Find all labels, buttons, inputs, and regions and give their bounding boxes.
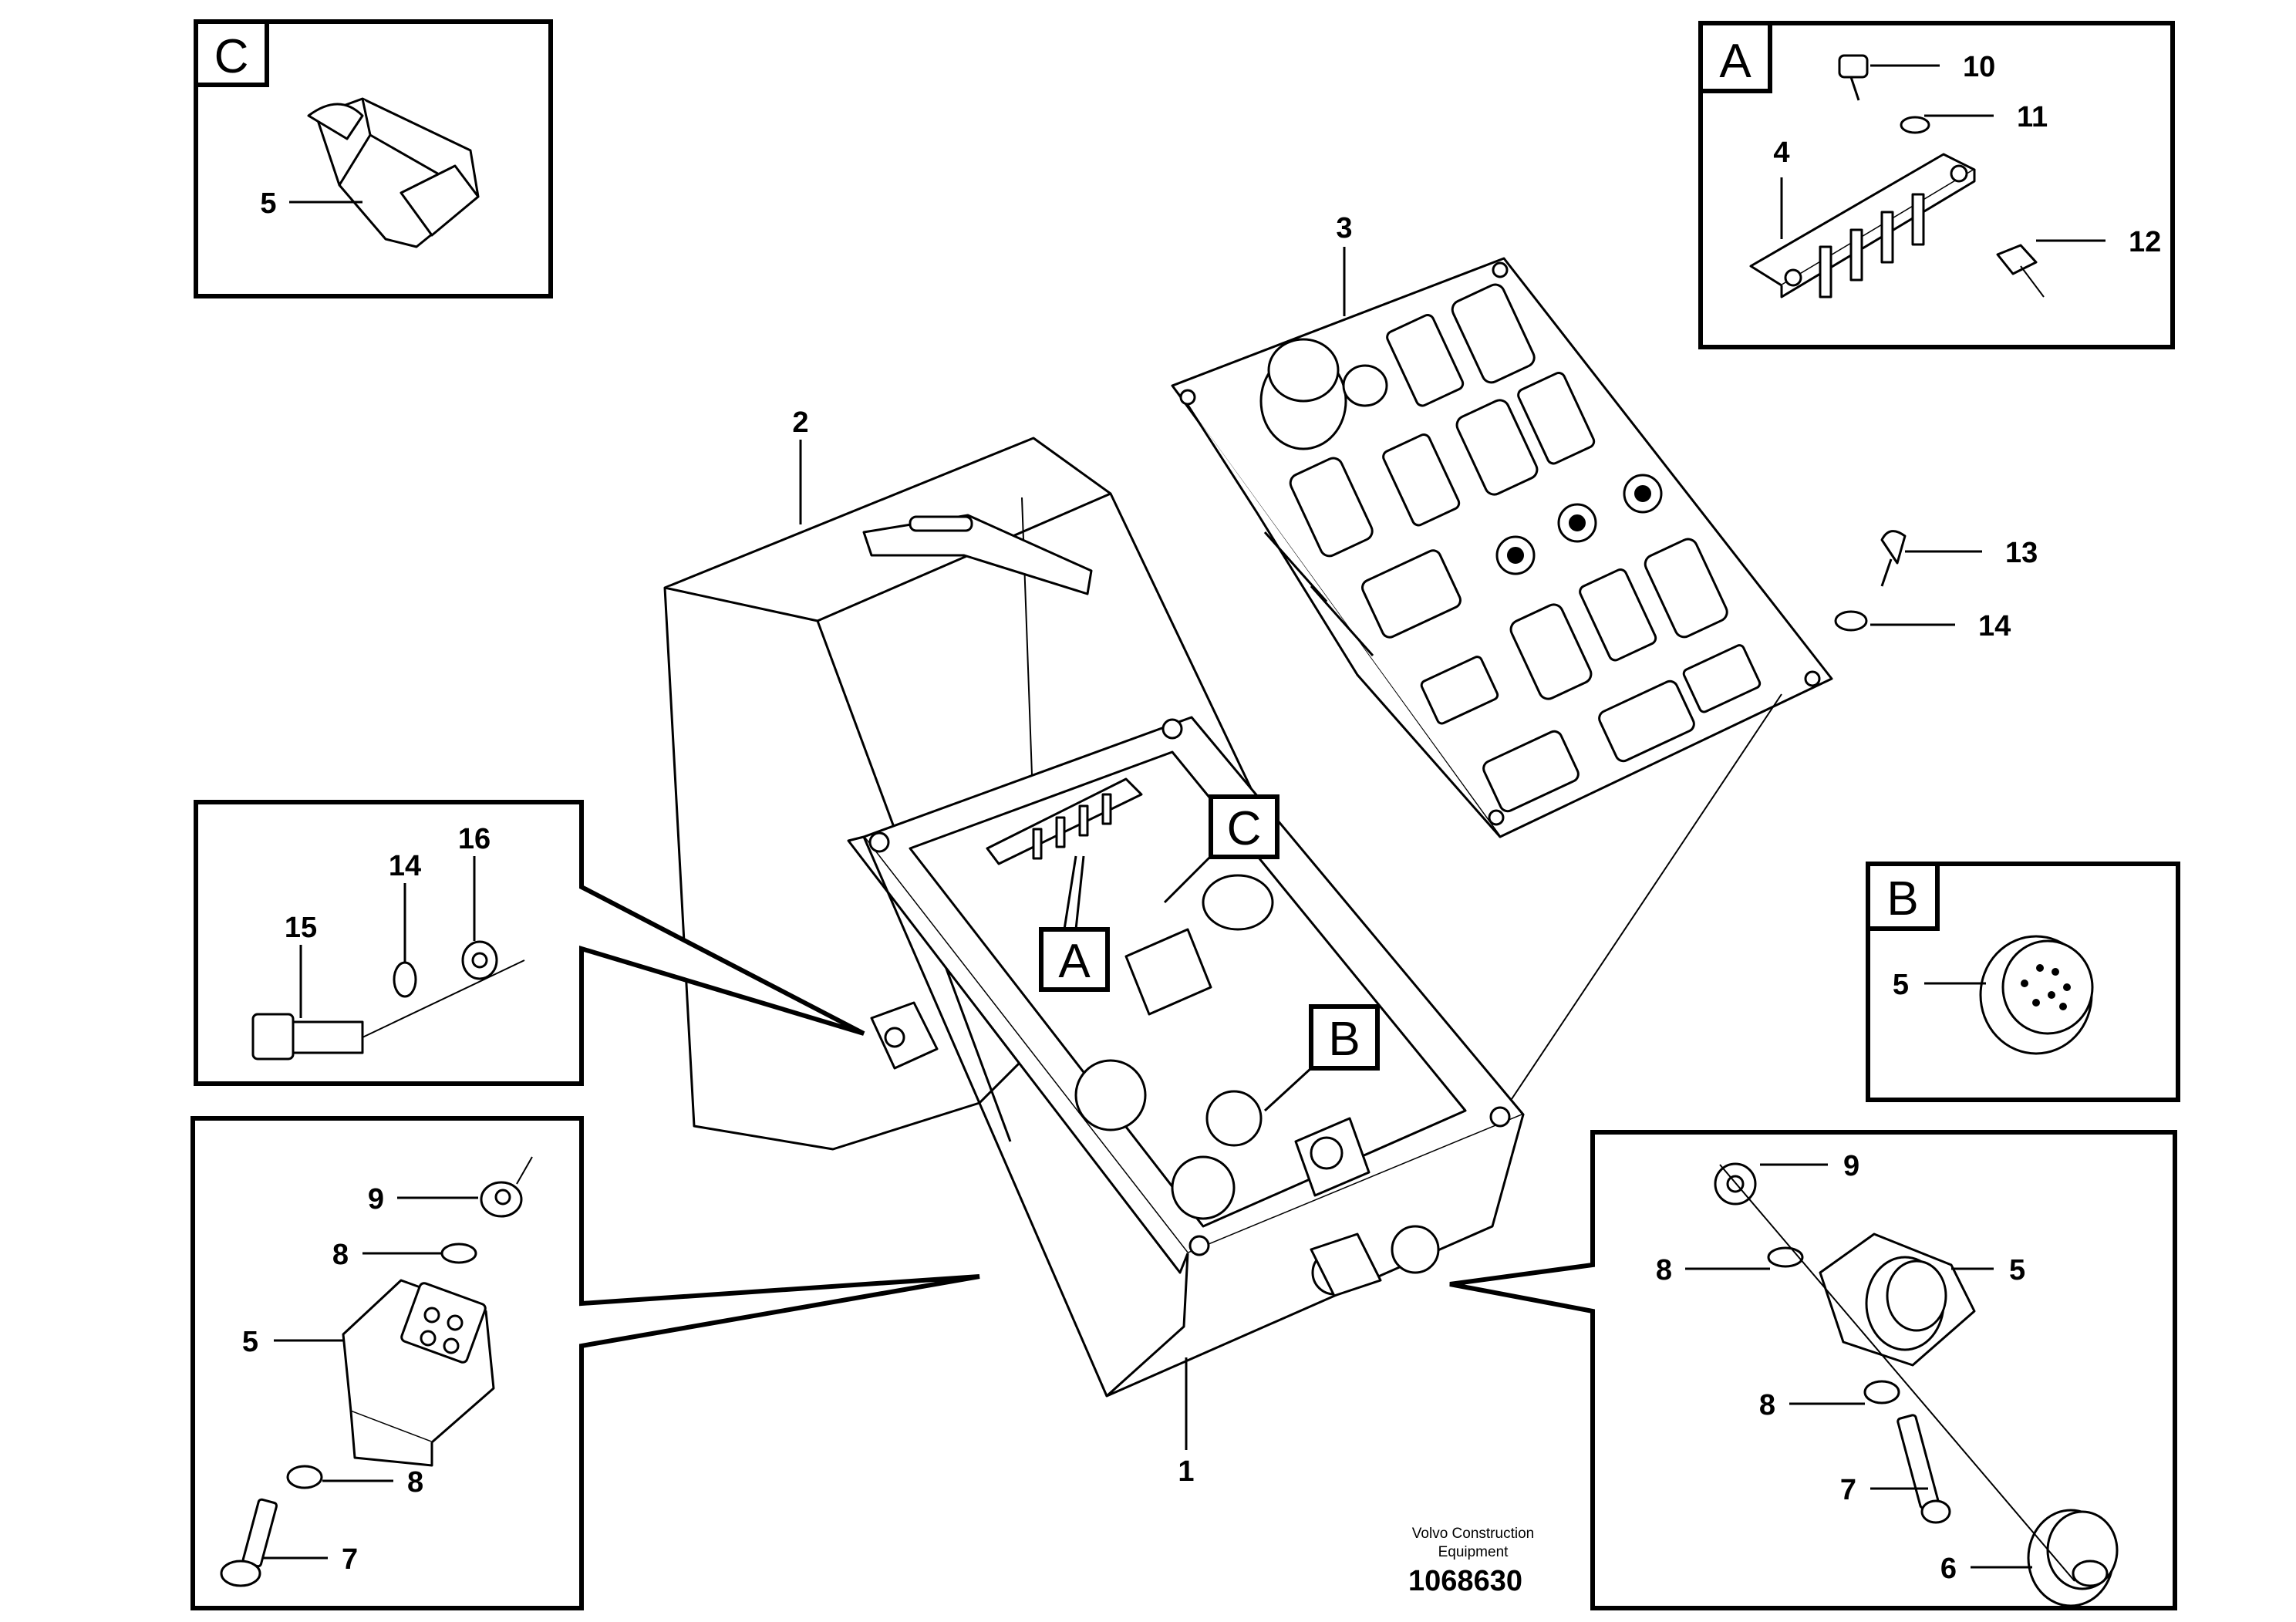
callout-15: 15	[285, 912, 317, 944]
callout-10: 10	[1963, 51, 1995, 83]
callout-11: 11	[2017, 101, 2048, 133]
callout-16: 16	[458, 823, 491, 855]
callout-9-left: 9	[368, 1183, 384, 1216]
marker-b: B	[1263, 1004, 1380, 1112]
callout-6: 6	[1940, 1553, 1957, 1585]
screw-7-right	[1896, 1414, 1951, 1524]
detail-box-a: A 4 10 11 12	[1698, 21, 2175, 349]
callout-12: 12	[2129, 226, 2161, 258]
callout-4: 4	[1773, 137, 1789, 169]
callout-8-left-top: 8	[332, 1239, 349, 1271]
bolt-15	[251, 1013, 364, 1061]
detail-box-a-label: A	[1719, 35, 1752, 88]
marker-b-label: B	[1328, 1013, 1360, 1066]
washer-11	[1900, 116, 1930, 134]
washer-8-left-top	[440, 1243, 477, 1264]
detail-box-b: B 5	[1866, 862, 2180, 1102]
marker-c-label: C	[1227, 802, 1262, 855]
washer-8-right-top	[1767, 1246, 1804, 1268]
callout-5-detail-c: 5	[260, 187, 276, 220]
callout-5-right: 5	[2009, 1254, 2025, 1286]
callout-8-left-bottom: 8	[407, 1466, 423, 1499]
switch-panel	[1171, 257, 1833, 838]
callout-2: 2	[792, 406, 808, 439]
publisher-line-1: Volvo Construction	[1412, 1526, 1534, 1542]
nut-9-left	[480, 1181, 523, 1218]
relay-socket	[307, 97, 480, 248]
nut-16	[461, 940, 498, 980]
screw-7-left	[220, 1498, 278, 1587]
callout-7-left: 7	[342, 1543, 358, 1576]
washer-14-panel	[1834, 610, 1868, 632]
screw-10	[1838, 54, 1869, 101]
detail-box-connector-left: 9 8 5 8 7	[190, 1116, 980, 1610]
callout-8-right-bottom: 8	[1759, 1389, 1775, 1421]
marker-c: C	[1163, 794, 1279, 904]
detail-box-bolt: 15 14 16	[194, 800, 865, 1086]
callout-5-detail-b: 5	[1893, 969, 1909, 1001]
terminal-block	[1749, 153, 1976, 298]
callout-9-right: 9	[1843, 1150, 1859, 1182]
screw-13	[1880, 530, 1907, 587]
drawing-number: 1068630	[1408, 1565, 1522, 1597]
marker-a: A	[1039, 855, 1110, 992]
detail-box-connector-right: 9 8 5 8 7 6	[1449, 1130, 2177, 1610]
callout-14-panel: 14	[1978, 610, 2011, 642]
marker-a-label: A	[1058, 935, 1091, 988]
detail-box-c-label: C	[214, 30, 249, 83]
cabinet-base	[847, 716, 1525, 1398]
callout-7-right: 7	[1840, 1474, 1856, 1506]
callout-8-right-top: 8	[1656, 1254, 1672, 1286]
washer-8-left-bottom	[286, 1465, 323, 1489]
callout-5-left: 5	[242, 1326, 258, 1358]
flange-connector-5-right	[1819, 1233, 1976, 1367]
nut-12	[1996, 244, 2038, 275]
callout-13: 13	[2005, 537, 2038, 569]
detail-box-c: C 5	[194, 19, 553, 298]
connector-5-left	[342, 1279, 495, 1467]
washer-14	[393, 961, 417, 998]
detail-box-b-label: B	[1886, 872, 1918, 926]
callout-3: 3	[1336, 212, 1352, 244]
publisher-line-2: Equipment	[1438, 1544, 1509, 1560]
cabinet-lid	[663, 437, 1266, 1151]
callout-1: 1	[1178, 1455, 1194, 1488]
round-connector-b	[1979, 935, 2094, 1055]
washer-8-right-bottom	[1863, 1380, 1900, 1404]
callout-14-bolt: 14	[389, 850, 421, 882]
